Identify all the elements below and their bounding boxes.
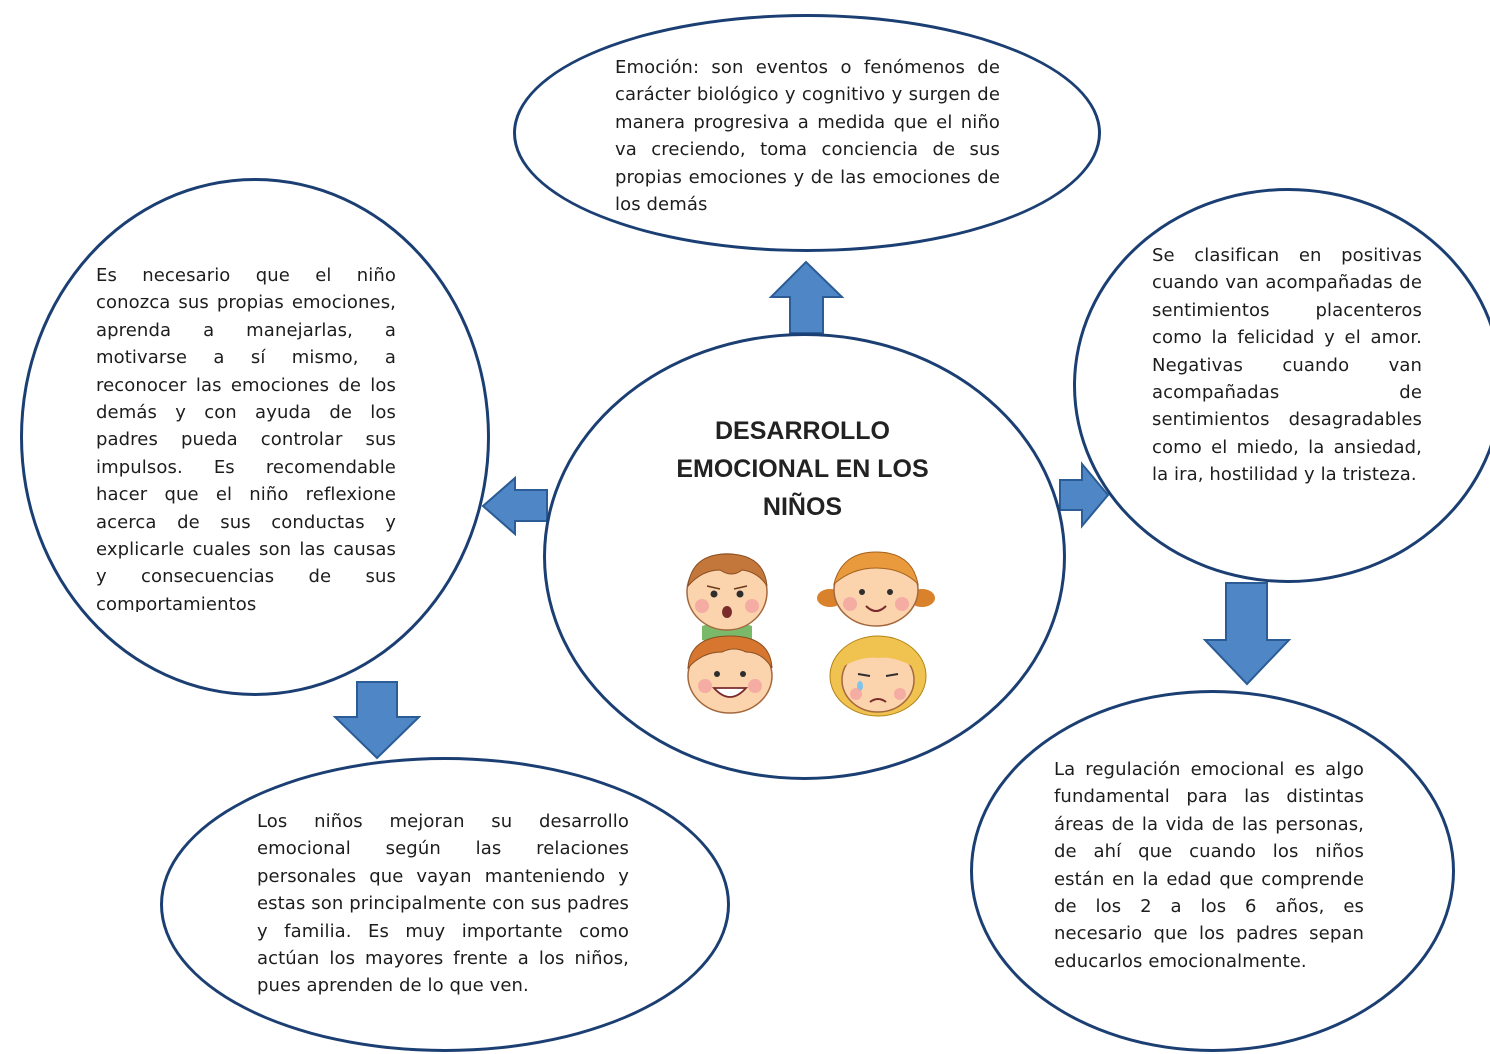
title-line-2: EMOCIONAL EN LOS [676,455,929,483]
title-line-1: DESARROLLO [715,417,890,445]
diagram-title: DESARROLLO EMOCIONAL EN LOS NIÑOS [620,412,985,526]
happy-boy-icon [687,635,773,714]
node-bottom-left-text: Los niños mejoran su desarrollo emociona… [257,811,629,997]
node-bottom-right-ellipse [970,690,1455,1052]
node-top-ellipse [513,14,1101,252]
crying-boy-icon [686,553,768,643]
node-left-ellipse [20,178,490,696]
smiling-girl-icon [817,551,935,627]
arrow-down-right [1202,582,1292,686]
node-bottom-left-ellipse [160,757,730,1052]
node-right-text: Se clasifican en positivas cuando van ac… [1152,245,1422,486]
children-faces-illustration [686,551,935,717]
node-right-ellipse [1073,188,1490,583]
arrow-up [768,260,845,334]
node-left-text: Es necesario que el niño conozca sus pro… [96,265,396,612]
node-top-text: Emoción: son eventos o fenómenos de cará… [615,57,1000,212]
arrow-left [481,475,548,537]
arrow-down-left [332,681,422,760]
sad-girl-icon [829,635,927,717]
title-line-3: NIÑOS [762,493,843,521]
center-ellipse [543,333,1066,780]
arrow-right [1059,461,1110,529]
node-bottom-right-text: La regulación emocional es algo fundamen… [1054,759,1364,972]
